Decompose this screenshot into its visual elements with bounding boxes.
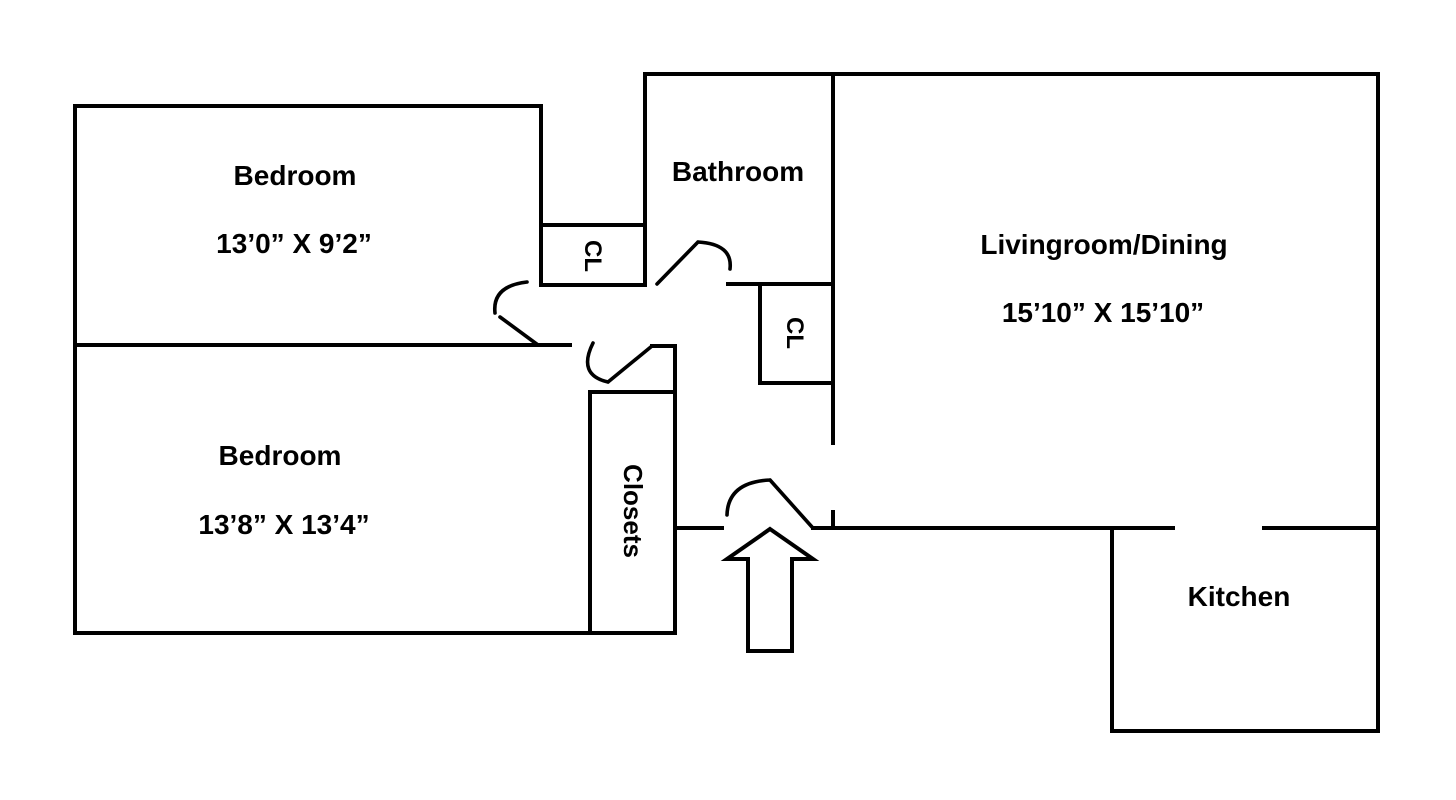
room-label-livingroom-dining: Livingroom/Dining [980,229,1228,260]
room-label-bedroom-top: Bedroom [233,160,357,191]
room-dims-bedroom-top: 13’0” X 9’2” [216,228,372,259]
walls [73,72,1380,733]
room-label-closets: Closets [618,464,648,558]
door-swing-bathroom [655,240,732,286]
door-swing-bedroom-top [493,280,540,347]
door-swing-bedroom-bottom [585,341,654,384]
room-dims-livingroom-dining: 15’10” X 15’10” [1001,297,1205,328]
door-swing-entry [725,478,814,529]
room-label-kitchen: Kitchen [1187,581,1291,612]
room-label-bedroom-bottom: Bedroom [218,440,342,471]
room-label-closet-entry: CL [781,317,808,349]
room-label-closet-hall: CL [579,240,606,272]
entrance-arrow [720,526,820,653]
room-label-bathroom: Bathroom [671,156,805,187]
room-dims-bedroom-bottom: 13’8” X 13’4” [198,509,370,540]
